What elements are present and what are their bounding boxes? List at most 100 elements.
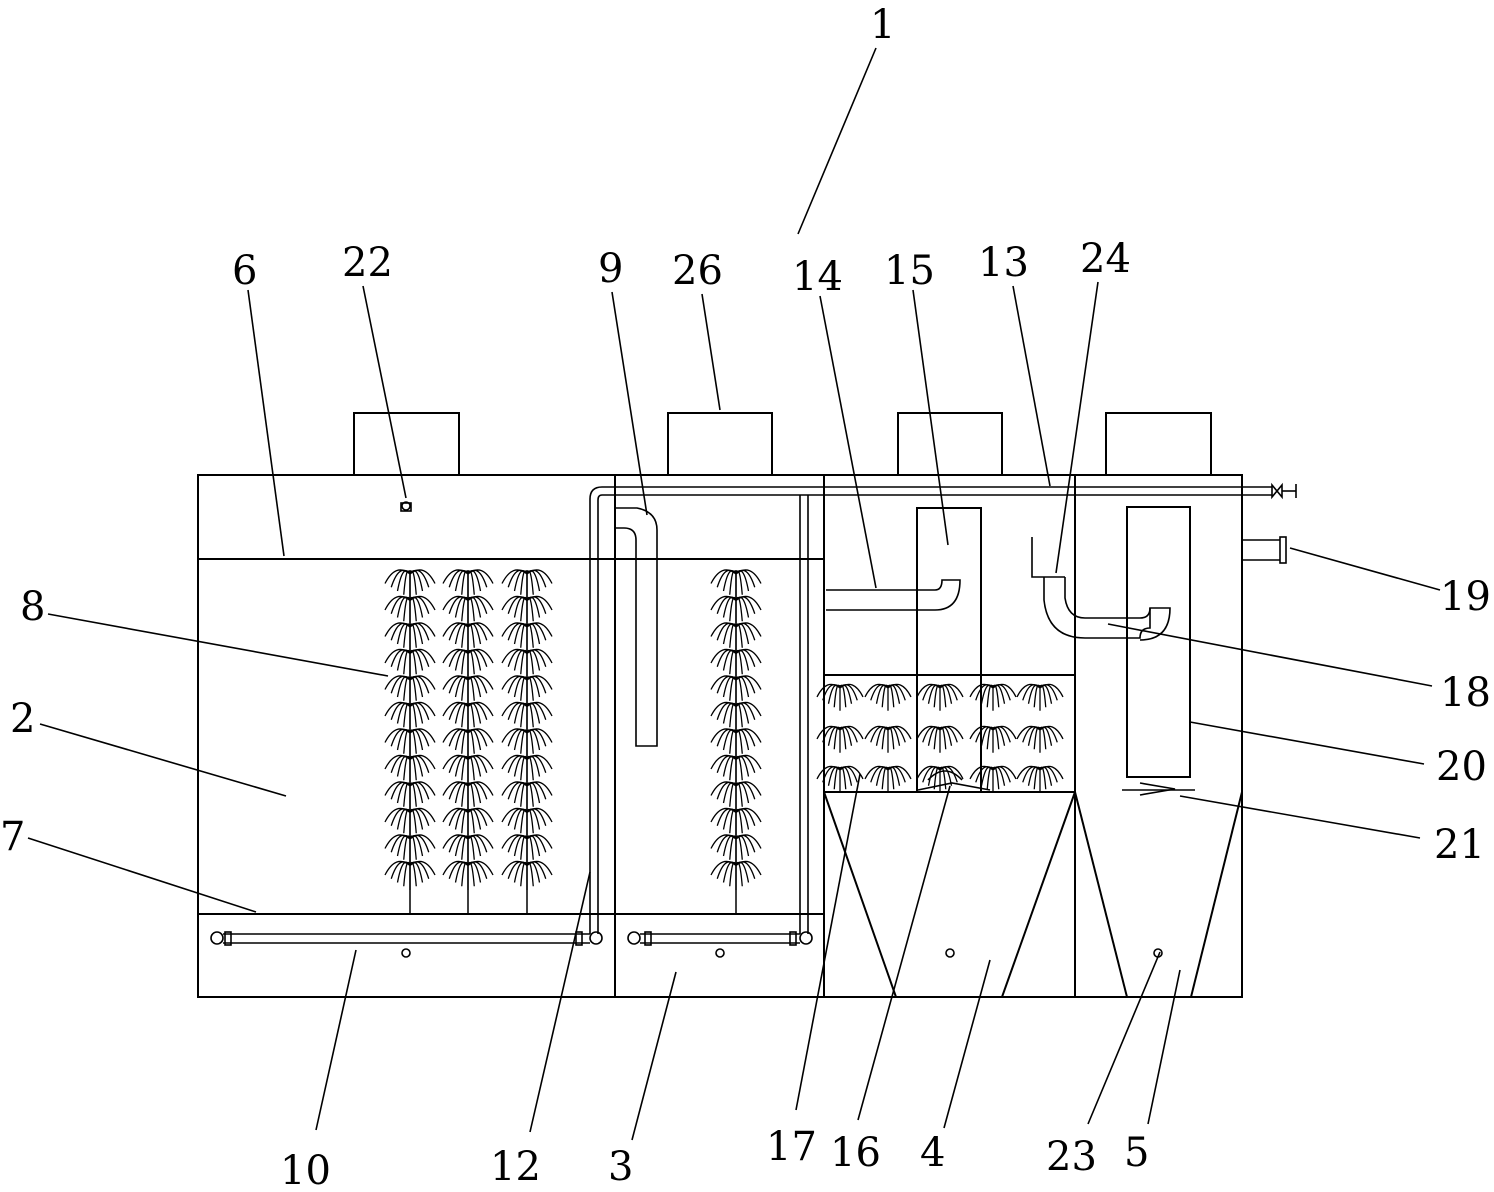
top-pipe: [589, 478, 1297, 934]
leader-19: [1289, 547, 1441, 591]
label-2: 2: [10, 696, 35, 742]
media-tuft: [384, 675, 436, 705]
media-tuft: [442, 701, 494, 731]
media-tuft: [816, 725, 864, 753]
label-21: 21: [1434, 822, 1485, 868]
leader-16: [857, 785, 951, 1121]
leader-9: [611, 291, 648, 516]
leader-lines: [27, 47, 1441, 1141]
media-tuft: [710, 701, 762, 731]
clarifier-tank: [1031, 506, 1287, 998]
label-14: 14: [792, 254, 843, 300]
label-1: 1: [870, 2, 895, 48]
leader-7: [27, 837, 257, 913]
leader-10: [315, 949, 357, 1131]
leader-8: [47, 613, 389, 677]
media-tuft: [384, 834, 436, 864]
label-9: 9: [598, 246, 623, 292]
label-4: 4: [920, 1130, 945, 1176]
label-6: 6: [232, 248, 257, 294]
media-tuft: [710, 807, 762, 837]
label-24: 24: [1080, 236, 1131, 282]
media-tuft: [442, 622, 494, 652]
media-tuft: [710, 569, 762, 599]
media-tuft: [442, 807, 494, 837]
media-tuft: [916, 725, 964, 753]
media-tuft: [501, 807, 553, 837]
leader-24: [1055, 281, 1099, 574]
label-10: 10: [280, 1148, 331, 1192]
label-26: 26: [672, 248, 723, 294]
media-tuft: [501, 622, 553, 652]
media-tuft: [969, 765, 1017, 793]
label-7: 7: [0, 814, 25, 860]
aeration-pipe-right: [627, 931, 813, 958]
media-tuft: [442, 754, 494, 784]
leader-5: [1147, 969, 1181, 1125]
leader-2: [39, 723, 287, 797]
leader-13: [1012, 285, 1051, 487]
label-5: 5: [1124, 1130, 1149, 1176]
media-tuft: [710, 834, 762, 864]
leader-23: [1087, 951, 1161, 1125]
leader-15: [912, 289, 949, 546]
leader-6: [247, 289, 285, 557]
media-tuft: [969, 725, 1017, 753]
media-tuft: [501, 834, 553, 864]
label-12: 12: [490, 1144, 541, 1190]
media-tuft: [384, 701, 436, 731]
media-tuft: [916, 683, 964, 711]
media-tuft: [710, 622, 762, 652]
leader-17: [795, 773, 861, 1111]
label-15: 15: [884, 248, 935, 294]
label-18: 18: [1440, 670, 1491, 716]
media-tuft: [384, 569, 436, 599]
media-tuft: [442, 675, 494, 705]
media-tuft: [501, 675, 553, 705]
vent-icon: [400, 501, 412, 512]
media-tuft: [501, 781, 553, 811]
media-tuft: [1016, 765, 1064, 793]
leader-18: [1107, 623, 1433, 687]
leader-4: [943, 959, 991, 1129]
label-20: 20: [1436, 744, 1487, 790]
media-tuft: [969, 683, 1017, 711]
media-tuft: [501, 648, 553, 678]
media-tuft: [501, 595, 553, 625]
label-16: 16: [830, 1130, 881, 1176]
leader-20: [1189, 721, 1425, 765]
media-tuft: [710, 728, 762, 758]
media-tuft: [384, 781, 436, 811]
media-tuft: [816, 683, 864, 711]
media-tuft: [710, 648, 762, 678]
label-22: 22: [342, 240, 393, 286]
leader-12: [529, 871, 591, 1133]
settling-tank: [823, 507, 1076, 998]
media-tuft: [710, 860, 762, 890]
leader-21: [1179, 795, 1421, 839]
media-tuft: [710, 754, 762, 784]
media-tuft: [1016, 725, 1064, 753]
media-tuft: [384, 622, 436, 652]
tank-body: [197, 474, 1243, 998]
media-tuft: [710, 675, 762, 705]
leader-14: [819, 295, 877, 589]
biofilm-media: [384, 569, 1064, 914]
leader-22: [362, 285, 407, 499]
media-tuft: [442, 595, 494, 625]
media-tuft: [816, 765, 864, 793]
media-tuft: [916, 765, 964, 793]
label-19: 19: [1440, 574, 1491, 620]
media-tuft: [501, 728, 553, 758]
media-tuft: [864, 683, 912, 711]
media-tuft: [384, 595, 436, 625]
media-tuft: [384, 754, 436, 784]
media-tuft: [501, 754, 553, 784]
label-23: 23: [1046, 1134, 1097, 1180]
label-3: 3: [608, 1144, 633, 1190]
media-tuft: [442, 781, 494, 811]
media-tuft: [384, 648, 436, 678]
manholes: [353, 412, 1212, 475]
aeration-pipe-left: [210, 931, 603, 958]
